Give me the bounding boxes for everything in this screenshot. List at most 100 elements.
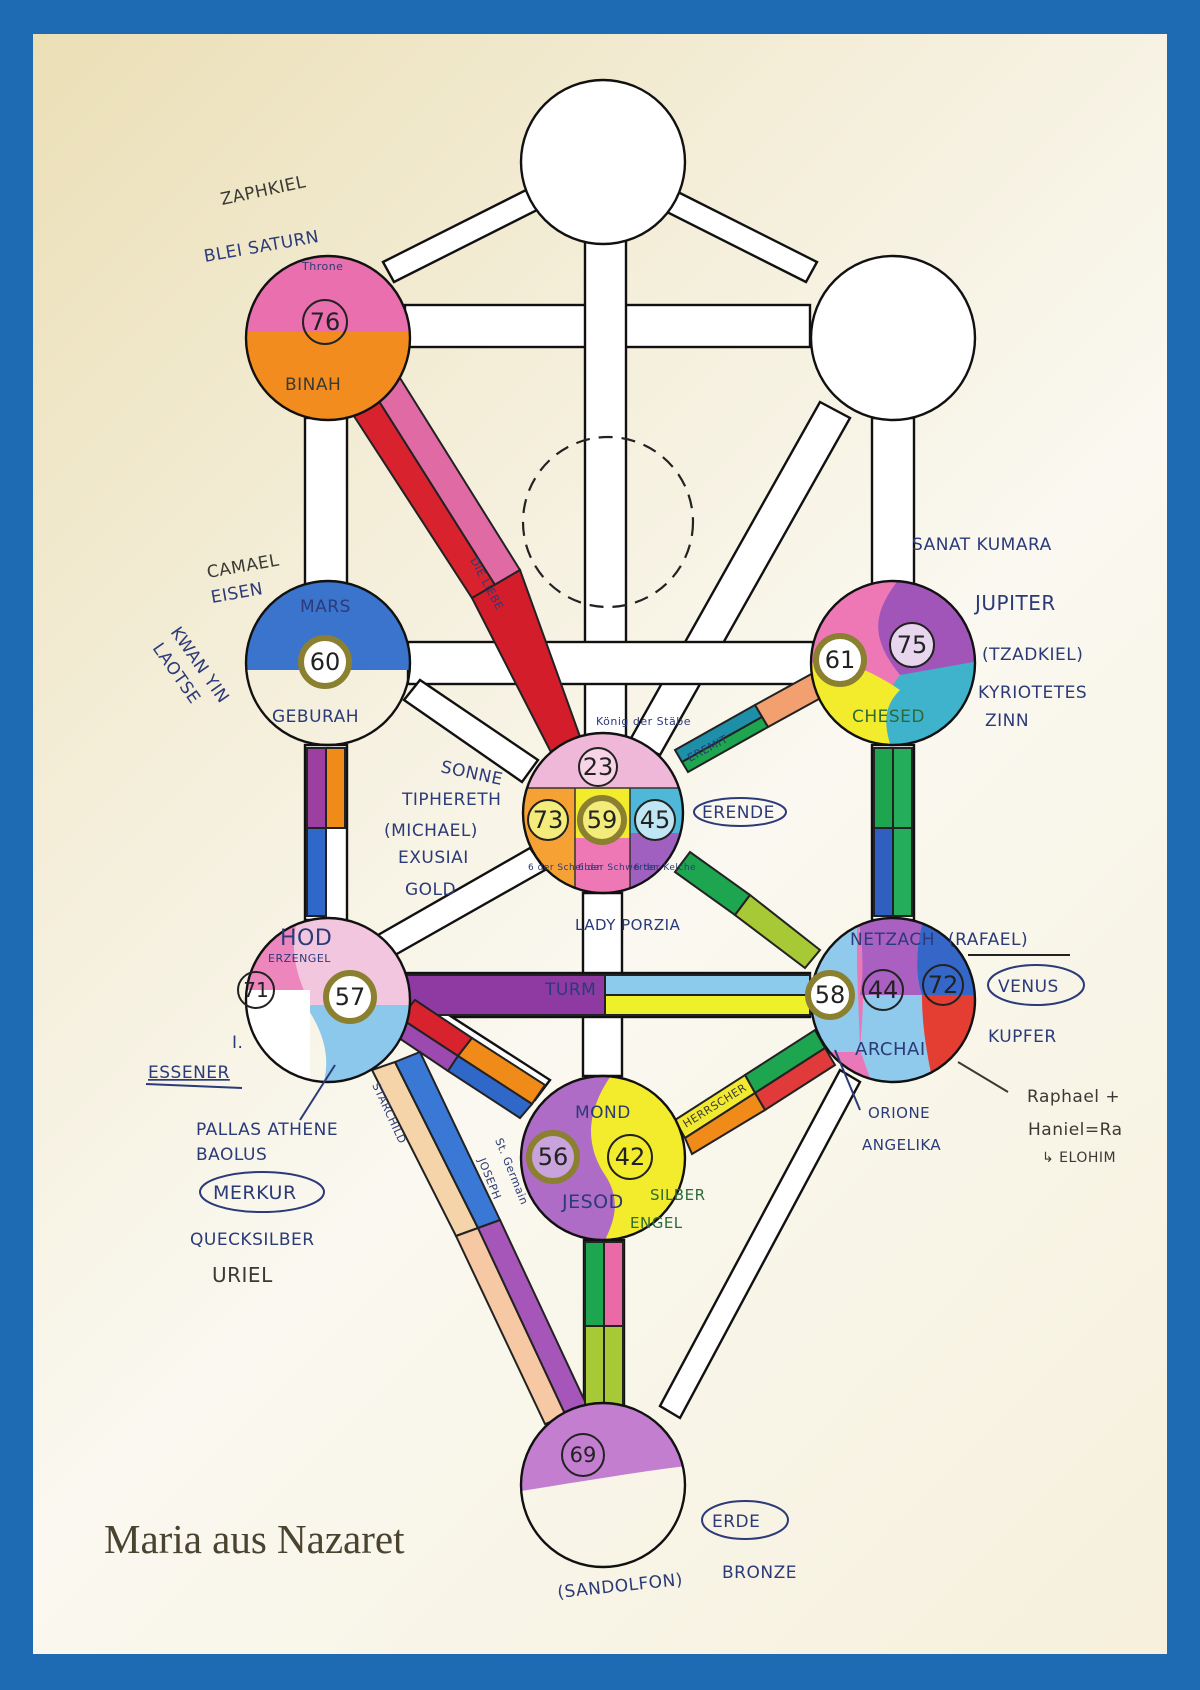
path-kether-binah — [381, 181, 553, 284]
highlight-ring — [805, 970, 855, 1020]
malkuth-note: BRONZE — [722, 1563, 797, 1583]
path-geburah-hod-purple — [306, 747, 327, 829]
netzach-number: 72 — [928, 971, 959, 999]
chesed-name: CHESED — [852, 707, 925, 727]
netzach-number: 44 — [868, 976, 899, 1004]
yesod-label-top: MOND — [575, 1103, 631, 1123]
number-ring — [302, 299, 348, 345]
path-netzach-yesod-orange — [683, 1091, 767, 1156]
tiphereth-number: 23 — [583, 753, 614, 781]
hod-note: PALLAS ATHENE — [196, 1120, 338, 1140]
number-ring — [922, 964, 964, 1006]
sphere-chokmah[interactable] — [809, 254, 977, 422]
highlight-ring — [323, 970, 377, 1024]
highlight-ring — [813, 633, 867, 687]
sphere-yesod[interactable]: MOND 56 42 JESOD — [515, 1070, 695, 1250]
path-hod-netzach-lightblue — [604, 974, 811, 996]
essener-underline — [145, 1083, 243, 1089]
chesed-note: KYRIOTETES — [978, 683, 1087, 703]
geburah-name: GEBURAH — [272, 707, 359, 727]
path-label-hod-netzach: TURM — [544, 980, 596, 1000]
netzach-note: Haniel=Ra — [1028, 1120, 1122, 1140]
path-chesed-netzach-green2 — [892, 747, 913, 829]
path-yesod-malkuth-lime2 — [603, 1325, 624, 1409]
tiphereth-note: EXUSIAI — [398, 848, 469, 868]
path-chesed-netzach-green3 — [892, 827, 913, 917]
geburah-note: CAMAEL — [205, 551, 280, 583]
number-ring — [527, 799, 569, 841]
tiphereth-note-top: König der Stäbe — [596, 715, 691, 728]
highlight-ring — [298, 635, 352, 689]
daath-circle — [521, 435, 695, 609]
hod-note: URIEL — [212, 1263, 273, 1287]
netzach-note: ORIONE — [868, 1104, 930, 1122]
path-binah-geburah — [303, 416, 349, 588]
malkuth-note: (SANDOLFON) — [556, 1570, 683, 1603]
chesed-number: 61 — [825, 646, 856, 674]
chesed-number: 75 — [897, 631, 928, 659]
binah-number: 76 — [310, 308, 341, 336]
path-yesod-malkuth-lime1 — [584, 1325, 605, 1409]
yesod-note: ENGEL — [630, 1214, 683, 1232]
geburah-number: 60 — [310, 648, 341, 676]
path-hod-netzach-yellow — [604, 994, 811, 1016]
path-yesod-malkuth-pink — [603, 1241, 624, 1327]
tiphereth-number: 59 — [587, 806, 618, 834]
tiphereth-sublabel: 6 der Schwerter — [578, 863, 658, 873]
geburah-note: EISEN — [209, 579, 264, 608]
sphere-malkuth[interactable]: 69 — [515, 1400, 695, 1569]
hod-number: 57 — [335, 983, 366, 1011]
hod-number: 71 — [243, 978, 268, 1002]
number-ring — [862, 969, 904, 1011]
sphere-chesed[interactable]: 61 75 CHESED — [805, 575, 985, 760]
path-geburah-chesed — [406, 640, 815, 686]
netzach-note: VENUS — [998, 977, 1059, 997]
tiphereth-number: 73 — [533, 806, 564, 834]
merkur-outline — [199, 1171, 325, 1213]
hod-name: HOD — [280, 926, 332, 951]
netzach-note: Raphael + — [1027, 1087, 1120, 1107]
path-geburah-tiphereth — [402, 678, 540, 784]
page-title: Maria aus Nazaret — [104, 1516, 405, 1562]
chesed-note: JUPITER — [973, 591, 1056, 615]
path-chokmah-chesed — [870, 416, 916, 588]
tiphereth-note: TIPHERETH — [401, 790, 501, 810]
malkuth-note: ERDE — [712, 1512, 760, 1532]
path-tiphereth-netzach-lime — [733, 893, 822, 970]
pallas-pointer — [299, 1064, 336, 1121]
chesed-note: (TZADKIEL) — [982, 645, 1083, 665]
sphere-netzach[interactable]: 58 44 72 NETZACH ARCHAI — [805, 912, 985, 1092]
netzach-note: KUPFER — [988, 1027, 1057, 1047]
netzach-note: (RAFAEL) — [948, 930, 1028, 950]
binah-note: ZAPHKIEL — [219, 172, 308, 210]
sphere-geburah[interactable]: MARS 60 GEBURAH — [240, 575, 420, 747]
chesed-note: ZINN — [985, 711, 1029, 731]
highlight-ring — [526, 1130, 580, 1184]
path-yesod-malkuth-green — [584, 1241, 605, 1327]
malkuth-number: 69 — [570, 1443, 597, 1467]
path-hod-yesod-blue — [446, 1054, 534, 1120]
path-tiphereth-netzach-green — [673, 850, 752, 917]
hod-note: ESSENER — [148, 1063, 230, 1083]
orione-pointer — [834, 1049, 861, 1111]
path-geburah-hod-blue — [306, 827, 327, 917]
number-ring — [561, 1433, 605, 1477]
number-ring — [237, 971, 275, 1009]
sphere-kether[interactable] — [519, 78, 687, 246]
netzach-label-sub: ARCHAI — [855, 1039, 926, 1060]
yesod-name: JESOD — [561, 1191, 624, 1213]
erende-outline — [693, 797, 787, 827]
hod-note: QUECKSILBER — [190, 1230, 315, 1250]
number-ring — [578, 747, 618, 787]
sphere-tiphereth[interactable]: 23 73 59 45 6 der Scheiben 6 der Schwert… — [520, 730, 696, 898]
yesod-number: 56 — [538, 1143, 569, 1171]
path-hod-netzach-purple — [404, 974, 606, 1016]
path-netzach-malkuth — [658, 1068, 862, 1420]
path-geburah-hod-orange — [325, 747, 346, 829]
coloured-paths — [306, 376, 913, 1426]
tiphereth-note-right: ERENDE — [702, 803, 775, 823]
yesod-note: SILBER — [650, 1186, 706, 1204]
tiphereth-sublabel: 6 der Kelche — [634, 863, 696, 873]
tiphereth-note-bottom: LADY PORZIA — [575, 916, 681, 934]
